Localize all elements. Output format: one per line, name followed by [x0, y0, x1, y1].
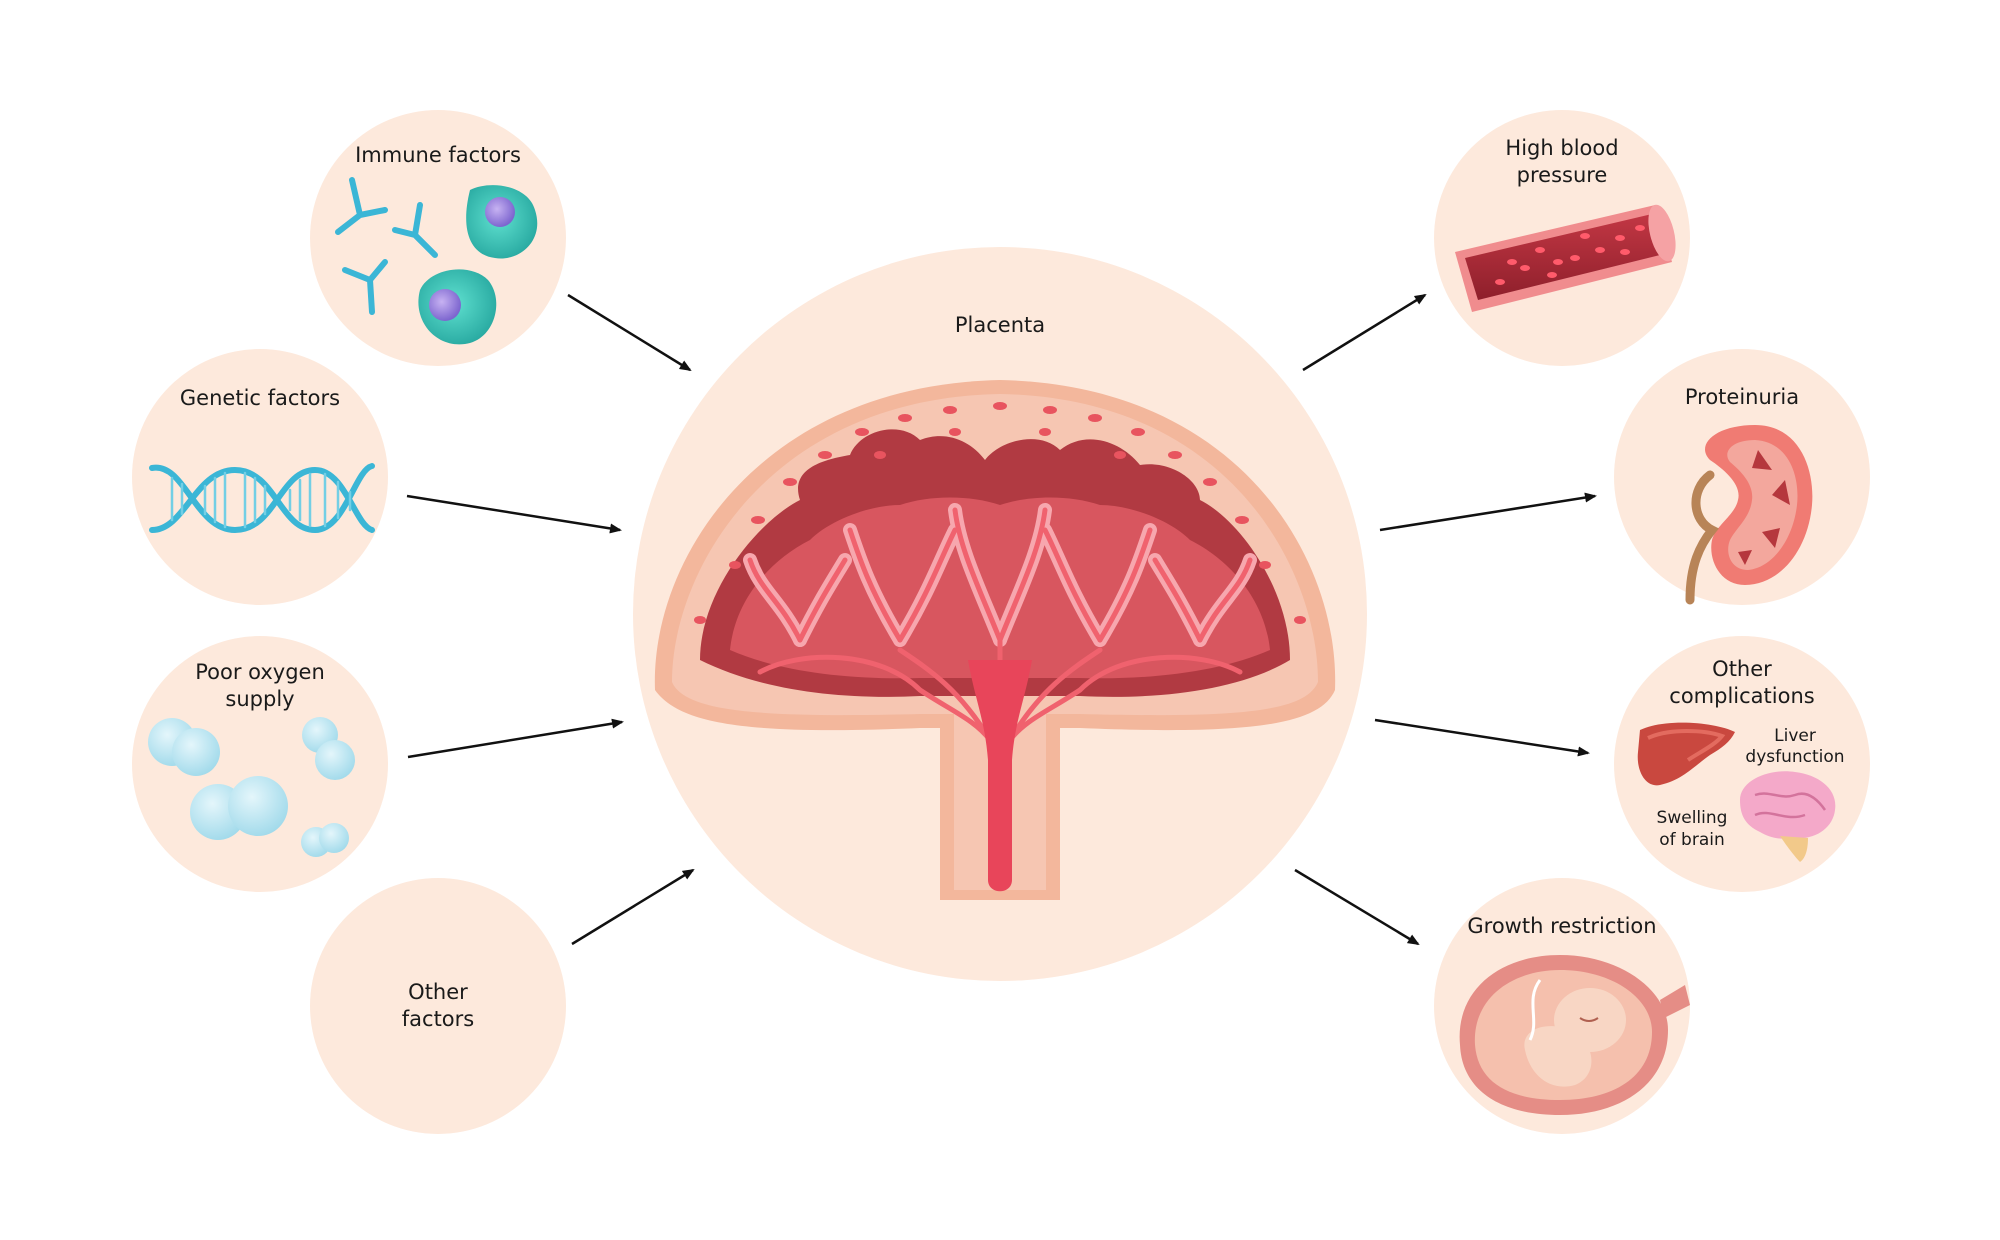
- liver-dysfunction-label-line2: dysfunction: [1745, 747, 1844, 767]
- other-complications-label-line2: complications: [1669, 684, 1814, 708]
- liver-dysfunction-label-line1: Liver: [1774, 726, 1816, 746]
- immune-factors-label: Immune factors: [355, 143, 521, 167]
- high-blood-pressure-label-line2: pressure: [1517, 163, 1608, 187]
- proteinuria-label: Proteinuria: [1685, 385, 1799, 409]
- arrows: [406, 293, 1597, 946]
- poor-oxygen-label-line1: Poor oxygen: [195, 660, 325, 684]
- arrow-other-to-placenta: [571, 868, 695, 946]
- kidney-icon: [1685, 425, 1813, 605]
- high-blood-pressure-label-line1: High blood: [1505, 136, 1618, 160]
- oxygen-bubbles-icon: [148, 717, 355, 857]
- immune-cell-icon: [418, 185, 538, 345]
- blood-vessel-icon: [1455, 204, 1676, 312]
- arrow-placenta-to-blood-pressure: [1302, 293, 1427, 372]
- genetic-factors-label: Genetic factors: [180, 386, 340, 410]
- growth-restriction-label: Growth restriction: [1467, 914, 1656, 938]
- arrow-placenta-to-growth: [1294, 868, 1420, 946]
- brain-swelling-label-line2: of brain: [1659, 830, 1725, 850]
- placenta-node: Placenta: [633, 247, 1367, 981]
- poor-oxygen-label-line2: supply: [225, 687, 294, 711]
- other-complications-node: Other complications Liver dysfunction Sw…: [1614, 636, 1870, 892]
- high-blood-pressure-node: High blood pressure: [1434, 110, 1690, 366]
- arrow-placenta-to-proteinuria: [1379, 492, 1597, 532]
- other-complications-label-line1: Other: [1712, 657, 1772, 681]
- placenta-title: Placenta: [955, 313, 1045, 337]
- other-factors-label-line2: factors: [402, 1007, 474, 1031]
- arrow-immune-to-placenta: [567, 293, 692, 372]
- arrow-genetic-to-placenta: [406, 494, 622, 534]
- dna-icon: [149, 463, 375, 534]
- growth-restriction-node: Growth restriction: [1434, 878, 1690, 1134]
- antibody-icon: [335, 177, 438, 315]
- genetic-factors-node: Genetic factors: [132, 349, 388, 605]
- other-factors-node: Other factors: [310, 878, 566, 1134]
- liver-icon: [1637, 722, 1735, 786]
- other-factors-label-line1: Other: [408, 980, 468, 1004]
- poor-oxygen-node: Poor oxygen supply: [132, 636, 388, 892]
- brain-swelling-label-line1: Swelling: [1657, 808, 1728, 828]
- fetus-icon: [1459, 955, 1690, 1115]
- arrow-placenta-to-complications: [1374, 718, 1590, 757]
- immune-factors-node: Immune factors: [310, 110, 566, 366]
- placenta-illustration: [654, 380, 1336, 900]
- proteinuria-node: Proteinuria: [1614, 349, 1870, 605]
- brain-icon: [1740, 771, 1836, 862]
- arrow-oxygen-to-placenta: [407, 718, 624, 759]
